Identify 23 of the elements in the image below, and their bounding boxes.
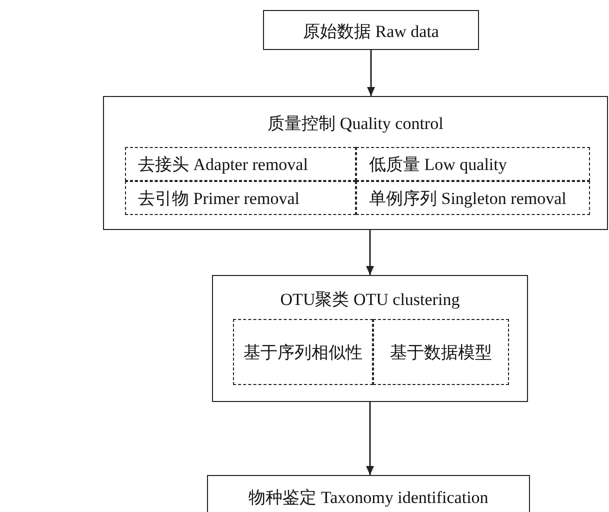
node-label: 去接头 Adapter removal <box>138 154 308 176</box>
arrow <box>366 402 374 475</box>
node-label: 质量控制 Quality control <box>266 113 444 135</box>
arrow <box>367 50 375 96</box>
arrow <box>366 230 374 275</box>
dashed-cell <box>125 181 356 215</box>
node-label: OTU聚类 OTU clustering <box>279 289 461 311</box>
node-label: 基于序列相似性 <box>244 342 362 364</box>
node-label: 基于数据模型 <box>390 342 492 364</box>
node-label: 去引物 Primer removal <box>138 188 300 210</box>
node-label: 原始数据 Raw data <box>302 21 440 43</box>
node-label: 低质量 Low quality <box>369 154 507 176</box>
process-box <box>212 275 528 402</box>
dashed-cell <box>233 319 373 385</box>
process-box <box>263 10 479 50</box>
node-label: 单例序列 Singleton removal <box>369 188 566 210</box>
process-box <box>103 96 608 230</box>
dashed-cell <box>125 147 356 181</box>
dashed-cell <box>356 181 590 215</box>
process-box <box>207 475 530 512</box>
node-label: 物种鉴定 Taxonomy identification <box>248 487 490 509</box>
dashed-cell <box>356 147 590 181</box>
dashed-cell <box>373 319 509 385</box>
